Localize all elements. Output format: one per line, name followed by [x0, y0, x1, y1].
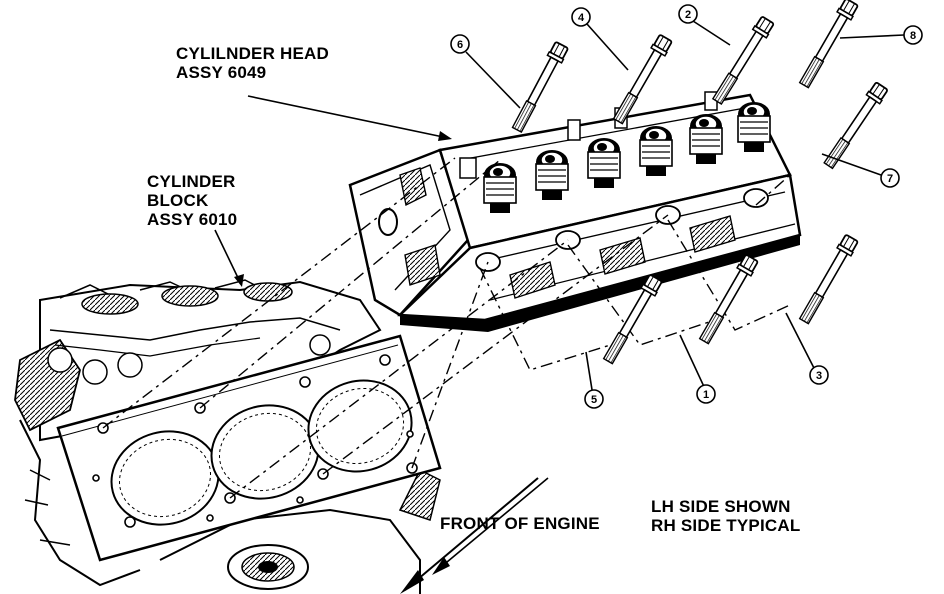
callout-6: 6 [450, 34, 470, 54]
svg-text:7: 7 [887, 173, 893, 185]
engine-block-body [14, 279, 441, 594]
svg-text:6: 6 [457, 39, 463, 51]
callout-2: 2 [678, 4, 698, 24]
front-arrow [400, 477, 549, 594]
svg-text:5: 5 [591, 394, 597, 406]
front-of-engine-label: FRONT OF ENGINE [440, 514, 600, 533]
alignment-lines [102, 157, 791, 499]
bolt-3 [796, 233, 860, 327]
cylinder-head-label-line2: ASSY 6049 [176, 63, 267, 82]
callout-5: 5 [584, 389, 604, 409]
svg-text:1: 1 [703, 389, 709, 401]
callout-circles: 6 4 2 8 7 3 1 5 [450, 4, 923, 409]
callout-arrowheads [234, 131, 452, 287]
callout-3: 3 [809, 365, 829, 385]
side-note-line2: RH SIDE TYPICAL [651, 516, 801, 535]
svg-text:8: 8 [910, 30, 916, 42]
callout-leaders [214, 20, 905, 397]
side-note: LH SIDE SHOWN RH SIDE TYPICAL [651, 497, 800, 535]
cylinder-block-label: CYLINDER BLOCK ASSY 6010 [147, 172, 237, 229]
bolt-8 [796, 0, 860, 91]
cylinder-head-label-line1: CYLILNDER HEAD [176, 44, 329, 63]
svg-text:2: 2 [685, 9, 691, 21]
bolt-6 [508, 40, 570, 135]
bolt-2 [709, 14, 776, 107]
callout-7: 7 [880, 168, 900, 188]
cylinder-block-label-line2: BLOCK [147, 191, 209, 210]
callout-8: 8 [903, 25, 923, 45]
head-gasket [56, 334, 442, 562]
svg-text:3: 3 [816, 370, 822, 382]
svg-text:4: 4 [578, 12, 585, 24]
side-note-line1: LH SIDE SHOWN [651, 497, 791, 516]
cylinder-head-label: CYLILNDER HEAD ASSY 6049 [176, 44, 329, 82]
callout-4: 4 [571, 7, 591, 27]
cylinder-head [348, 91, 802, 332]
cylinder-block-label-line1: CYLINDER [147, 172, 236, 191]
cylinder-block-label-line3: ASSY 6010 [147, 210, 238, 229]
callout-1: 1 [696, 384, 716, 404]
